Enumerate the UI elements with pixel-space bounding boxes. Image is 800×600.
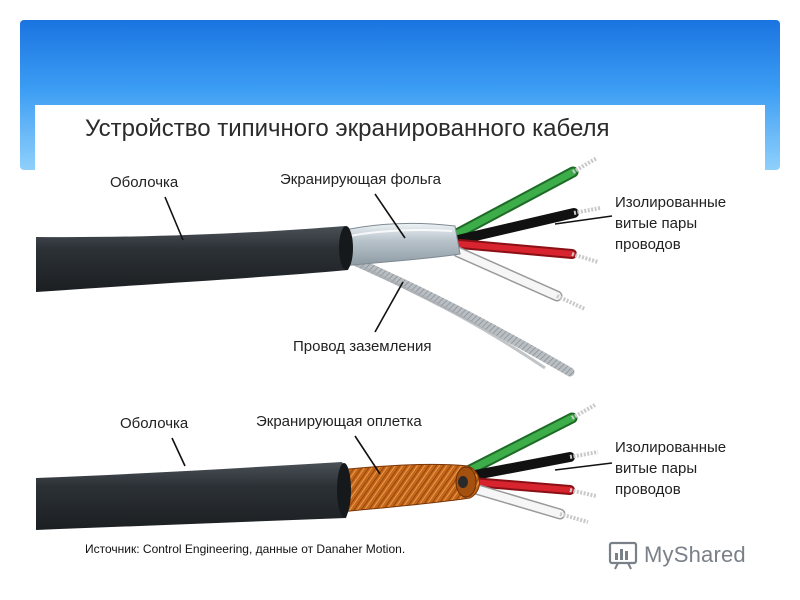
figure-title: Устройство типичного экранированного каб… xyxy=(85,115,610,142)
bottom-wire-white xyxy=(466,482,589,524)
top-drain-label: Провод заземления xyxy=(293,338,432,355)
top-labels: Оболочка Экранирующая фольга Изолированн… xyxy=(110,171,726,355)
bottom-wire-red xyxy=(467,477,597,498)
bottom-shield-label: Экранирующая оплетка xyxy=(256,413,422,430)
bottom-pairs-label-2: витые пары xyxy=(615,460,697,477)
top-pairs-label-1: Изолированные xyxy=(615,194,726,211)
myshared-logo: MyShared xyxy=(608,538,746,572)
top-wire-black xyxy=(453,206,601,245)
bottom-wire-green xyxy=(464,403,596,476)
bottom-sheath-label: Оболочка xyxy=(120,415,189,432)
bottom-pairs-label-3: проводов xyxy=(615,481,681,498)
top-wire-white xyxy=(452,246,586,311)
source-caption: Источник: Control Engineering, данные от… xyxy=(85,542,405,556)
bottom-cable xyxy=(36,403,599,530)
top-jacket xyxy=(36,226,352,292)
bottom-braid-shield xyxy=(337,463,480,513)
top-wire-green xyxy=(449,156,599,241)
top-foil-shield xyxy=(339,222,461,267)
watermark-text: MyShared xyxy=(644,542,746,567)
top-drain-wire xyxy=(347,255,575,377)
bottom-labels: Оболочка Экранирующая оплетка Изолирован… xyxy=(120,413,726,498)
top-pairs-label-2: витые пары xyxy=(615,215,697,232)
top-wire-red xyxy=(455,239,599,264)
bottom-wire-black xyxy=(465,450,599,481)
bottom-pairs-label-1: Изолированные xyxy=(615,439,726,456)
top-pairs-label-3: проводов xyxy=(615,236,681,253)
chart-logo-icon xyxy=(608,541,638,570)
top-sheath-label: Оболочка xyxy=(110,174,179,191)
bottom-jacket xyxy=(36,462,350,530)
top-cable xyxy=(36,156,601,377)
top-shield-label: Экранирующая фольга xyxy=(280,171,442,188)
